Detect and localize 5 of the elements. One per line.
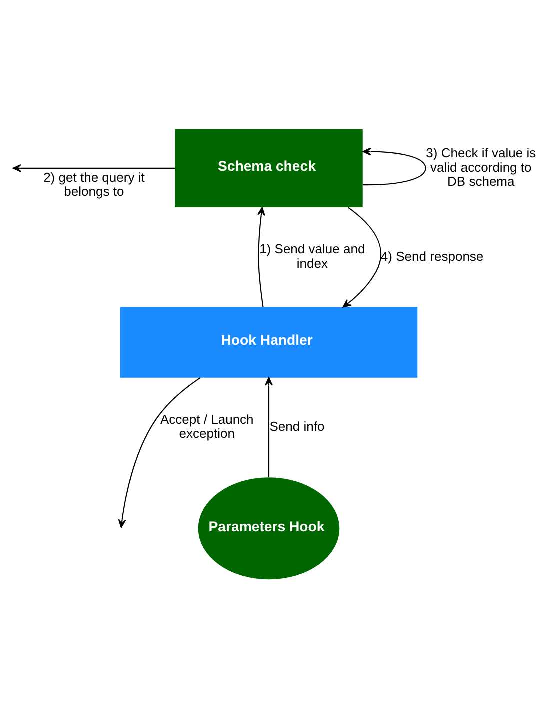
edge-label: Send info	[270, 418, 325, 434]
edge-label: Accept / Launch exception	[160, 412, 254, 441]
edge-label: 2) get the query it belongs to	[44, 170, 145, 199]
edge-label: 1) Send value and index	[260, 241, 366, 270]
edge-label: 3) Check if value is valid according to DB schema	[426, 145, 536, 188]
